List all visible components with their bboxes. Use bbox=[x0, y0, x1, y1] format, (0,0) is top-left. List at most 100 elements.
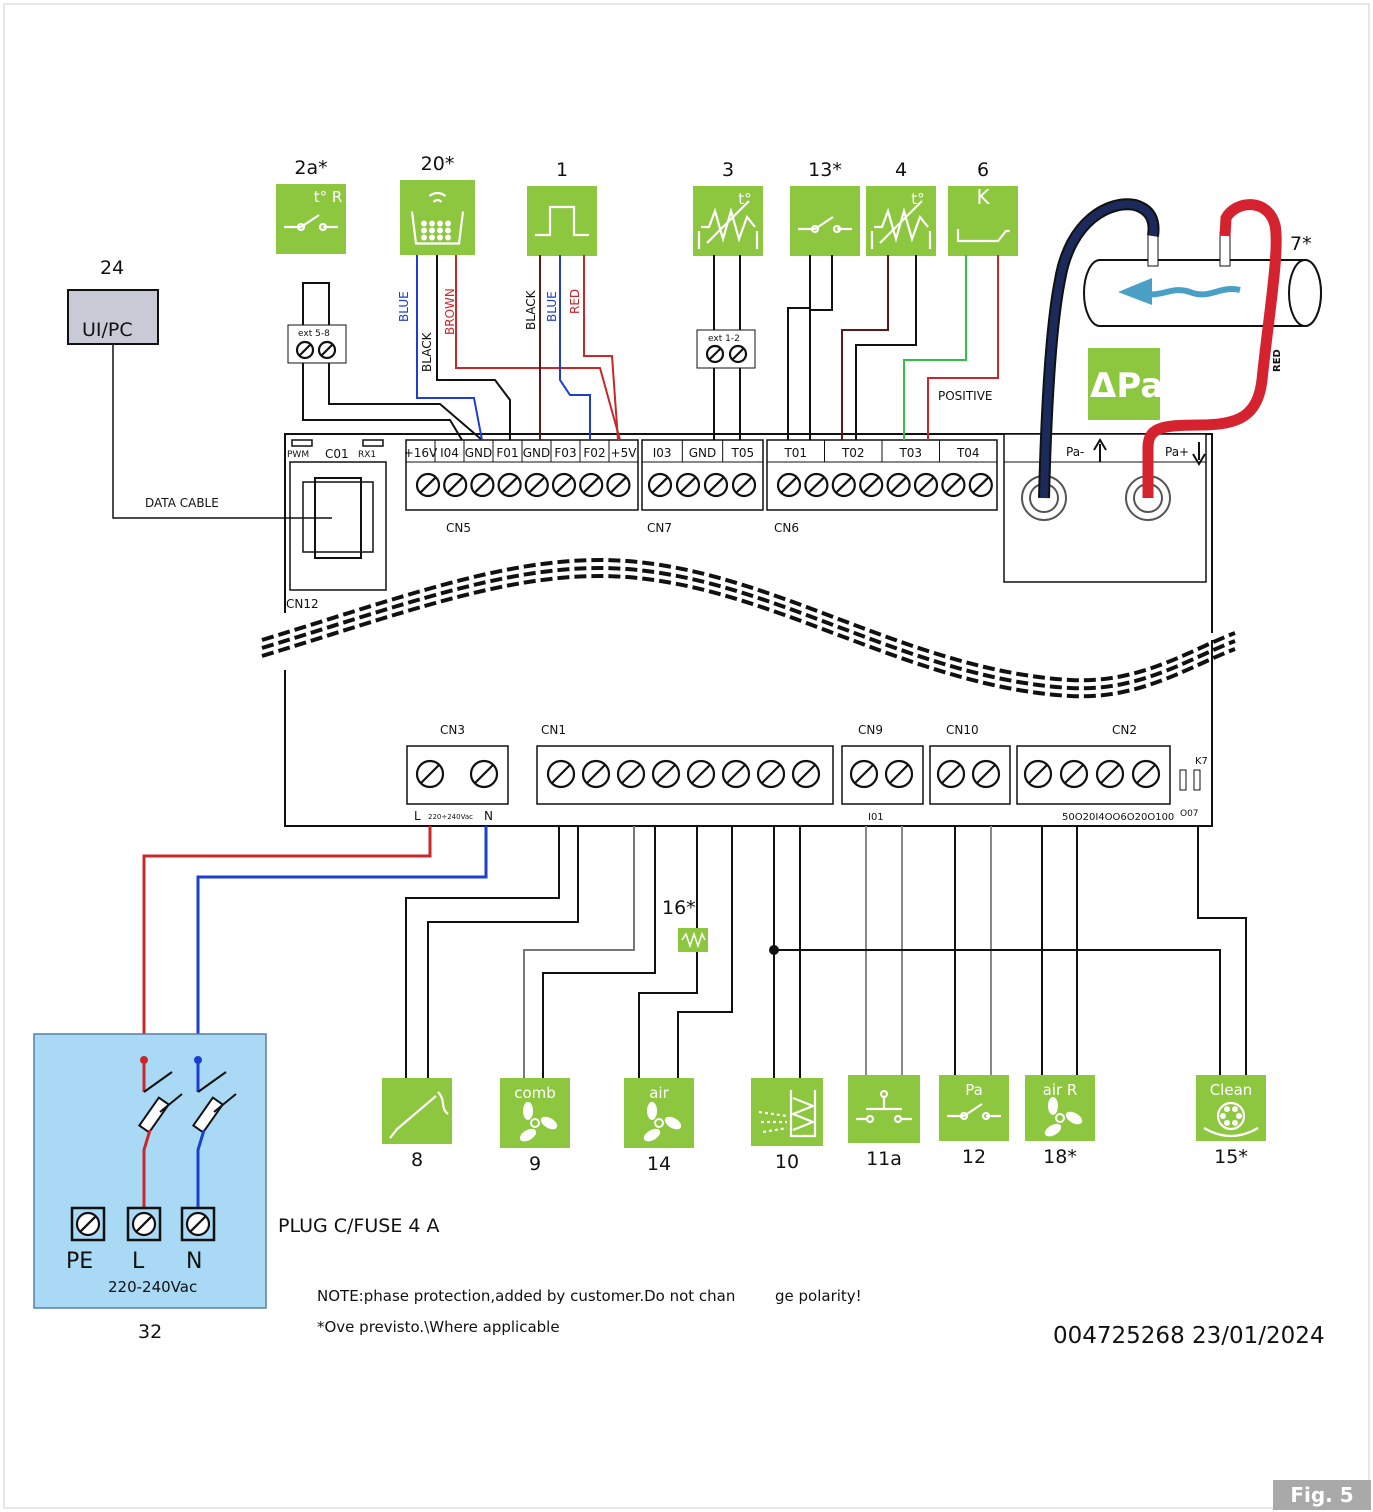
icon-caption: Pa bbox=[965, 1081, 983, 1099]
terminal-label: F03 bbox=[554, 446, 576, 460]
pressure-switch-icon: Pa 12 bbox=[939, 1075, 1009, 1168]
heater-16: 16* bbox=[662, 897, 708, 952]
terminal-cn9: CN9 I01 bbox=[841, 723, 924, 823]
top-wiring bbox=[302, 255, 999, 441]
terminal-label: GND bbox=[689, 446, 717, 460]
fan-icon: comb 9 bbox=[500, 1078, 570, 1175]
cn6-label: CN6 bbox=[774, 521, 799, 535]
terminal-label: +16V bbox=[404, 446, 438, 460]
terminal-label: GND bbox=[465, 446, 493, 460]
cn2-bottom-label: 50O20I4OO6O20O100 bbox=[1062, 812, 1174, 823]
wire-label-brown: BROWN bbox=[443, 288, 457, 335]
pa-minus-label: Pa- bbox=[1066, 445, 1084, 459]
fan-icon: air R18* bbox=[1025, 1075, 1095, 1168]
component-number: 1 bbox=[556, 159, 568, 181]
note-applicable: *Ove previsto.\Where applicable bbox=[317, 1318, 560, 1336]
component-number: 12 bbox=[962, 1146, 986, 1168]
ui-pc-module: 24 UI/PC DATA CABLE bbox=[67, 257, 332, 519]
component-number: 10 bbox=[775, 1151, 799, 1173]
terminal-label: I04 bbox=[440, 446, 459, 460]
terminal-label: GND bbox=[523, 446, 551, 460]
positive-label: POSITIVE bbox=[938, 389, 993, 403]
o07-label: O07 bbox=[1180, 809, 1199, 819]
igniter-icon: 8 bbox=[382, 1078, 452, 1171]
terminal-label: I03 bbox=[653, 446, 672, 460]
pressure-sensor: Pa- Pa+ bbox=[1003, 433, 1207, 583]
svg-text:ΔPa: ΔPa bbox=[1090, 366, 1163, 406]
terminal-cn6: T01 T02 T03 T04 CN6 bbox=[766, 439, 998, 535]
component-number: 3 bbox=[722, 159, 734, 181]
pellet-level-sensor-icon: 20* bbox=[400, 153, 475, 255]
ui-pc-label: UI/PC bbox=[82, 319, 133, 341]
terminal-label: F02 bbox=[583, 446, 605, 460]
flue-tube: 7* bbox=[1083, 231, 1322, 327]
plug-number: 32 bbox=[138, 1321, 162, 1343]
red-hose-label: RED bbox=[1272, 349, 1283, 372]
cn3-l-label: L bbox=[414, 809, 421, 823]
cn2-label: CN2 bbox=[1112, 723, 1137, 737]
document-code: 004725268 23/01/2024 bbox=[1053, 1323, 1325, 1349]
tube-number: 7* bbox=[1290, 233, 1312, 255]
cn9-label: CN9 bbox=[858, 723, 883, 737]
auger-motor-icon: 10 bbox=[751, 1078, 823, 1173]
icon-caption: comb bbox=[514, 1084, 556, 1102]
cn1-label: CN1 bbox=[541, 723, 566, 737]
data-cable-label: DATA CABLE bbox=[145, 496, 219, 510]
ext-5-8-block: ext 5-8 bbox=[287, 324, 347, 364]
cn3-label: CN3 bbox=[440, 723, 465, 737]
cn12-connector: PWM C01 RX1 CN12 bbox=[286, 439, 387, 611]
terminal-label: T03 bbox=[898, 446, 922, 460]
component-number: 6 bbox=[977, 159, 989, 181]
cn7-label: CN7 bbox=[647, 521, 672, 535]
terminal-label: T02 bbox=[841, 446, 865, 460]
thermostat-switch-icon: t° R2a* bbox=[276, 157, 346, 254]
component-number: 4 bbox=[895, 159, 907, 181]
component-number: 8 bbox=[411, 1149, 423, 1171]
ext-1-2-block: ext 1-2 bbox=[696, 329, 756, 369]
plug-voltage-label: 220-240Vac bbox=[108, 1278, 197, 1296]
wire-label-black-1: BLACK bbox=[420, 331, 434, 372]
page-frame bbox=[3, 3, 1370, 1509]
component-number: 20* bbox=[421, 153, 455, 175]
hose-positive bbox=[1142, 199, 1282, 498]
terminal-label: T01 bbox=[783, 446, 807, 460]
pulse-signal-icon: 1 bbox=[527, 159, 597, 256]
safety-thermostat-icon: 11a bbox=[848, 1075, 920, 1170]
temperature-probe-icon: t°3 bbox=[693, 159, 763, 256]
control-board bbox=[261, 433, 1236, 827]
icon-caption: air R bbox=[1043, 1081, 1078, 1099]
note-polarity-a: NOTE:phase protection,added by customer.… bbox=[317, 1287, 735, 1305]
rx1-label: RX1 bbox=[358, 450, 376, 460]
terminal-label: T04 bbox=[956, 446, 980, 460]
power-plug: PE L N 220-240Vac 32 bbox=[33, 1033, 267, 1343]
component-number: 2a* bbox=[294, 157, 327, 179]
wire-label-red: RED bbox=[568, 289, 582, 314]
icon-caption: K bbox=[976, 185, 990, 209]
cn3-n-label: N bbox=[484, 809, 493, 823]
cn12-label: CN12 bbox=[286, 597, 319, 611]
terminal-label: F01 bbox=[496, 446, 518, 460]
svg-text:ext 1-2: ext 1-2 bbox=[708, 334, 740, 344]
svg-text:ext 5-8: ext 5-8 bbox=[298, 329, 330, 339]
icon-caption: air bbox=[649, 1084, 669, 1102]
pwm-label: PWM bbox=[287, 450, 309, 460]
thermocouple-icon: K6 bbox=[948, 159, 1018, 256]
terminal-cn10: CN10 bbox=[929, 723, 1011, 805]
terminal-cn1: CN1 bbox=[536, 723, 834, 805]
wire-label-blue-2: BLUE bbox=[545, 291, 559, 322]
svg-text:16*: 16* bbox=[662, 897, 696, 919]
component-number: 13* bbox=[808, 159, 842, 181]
i01-label: I01 bbox=[868, 812, 884, 823]
terminal-cn3: CN3 L 220÷240Vac N bbox=[406, 723, 509, 823]
terminal-label: +5V bbox=[611, 446, 638, 460]
note-polarity-b: ge polarity! bbox=[775, 1287, 862, 1305]
component-number: 9 bbox=[529, 1153, 541, 1175]
data-cable bbox=[112, 344, 332, 519]
figure-label: Fig. 5 bbox=[1273, 1480, 1371, 1510]
delta-pa-icon: ΔPa bbox=[1088, 348, 1163, 420]
component-number: 14 bbox=[647, 1153, 671, 1175]
